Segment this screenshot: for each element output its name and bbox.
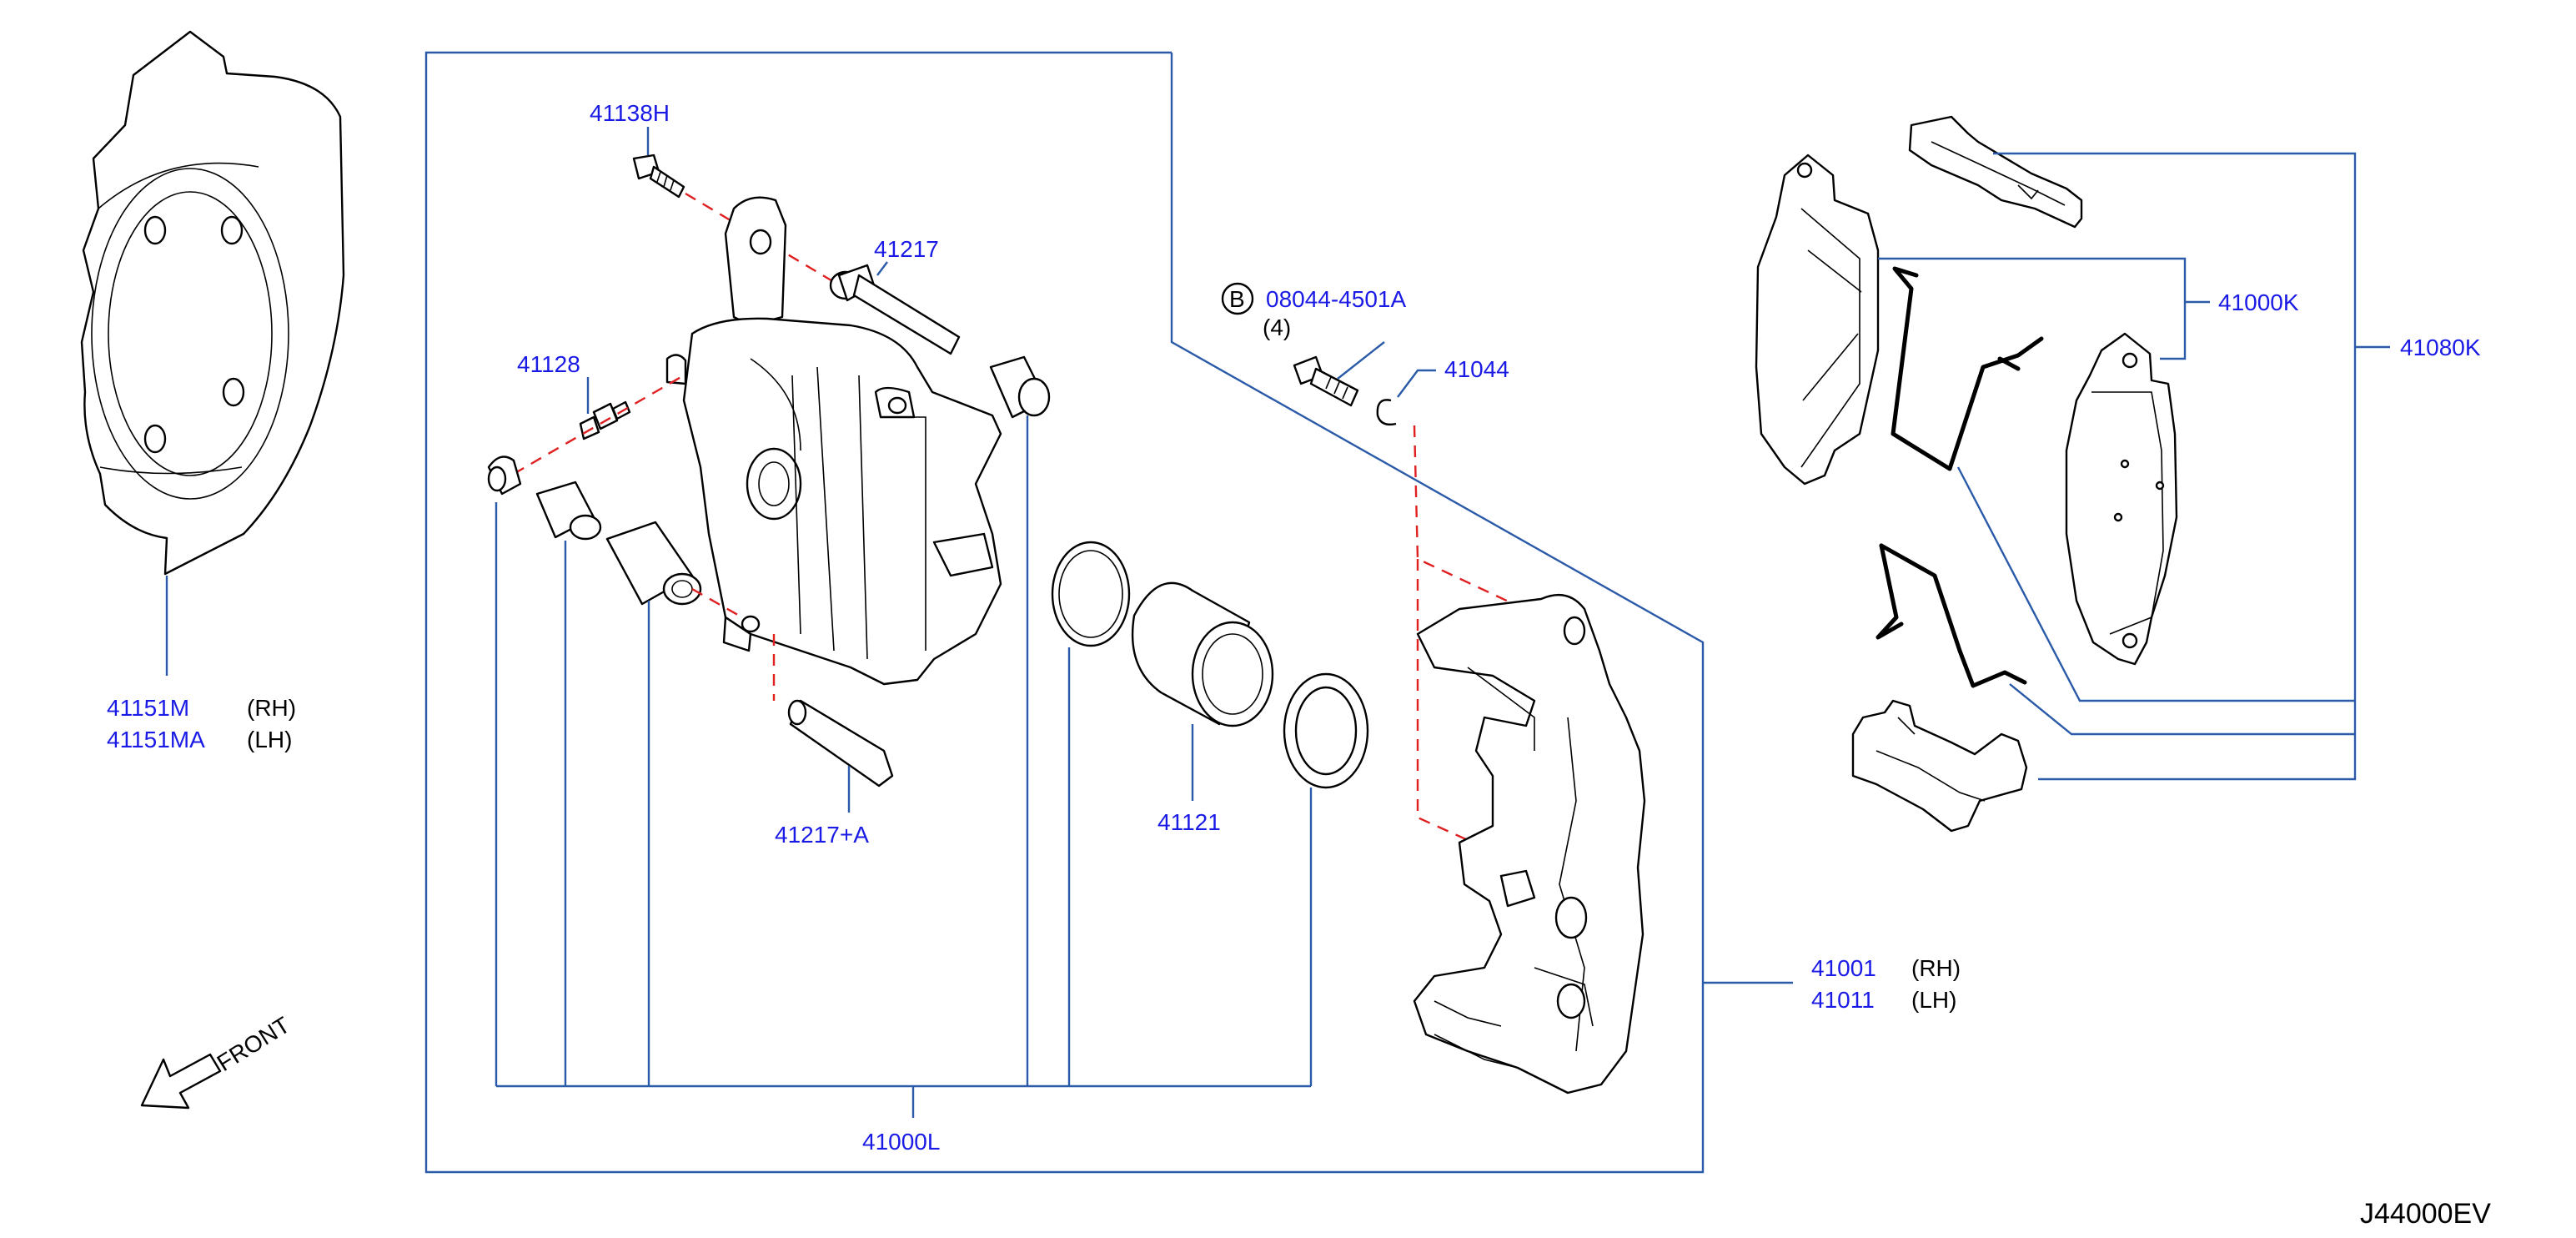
part-number-41151m[interactable]: 41151M	[107, 695, 189, 721]
side-label-rh: (RH)	[247, 695, 296, 721]
part-number-41151ma[interactable]: 41151MA	[107, 727, 205, 752]
badge-b-icon	[1221, 282, 1254, 315]
diagram-reference: J44000EV	[2360, 1198, 2491, 1230]
washer-41044-drawing	[1376, 399, 1397, 426]
guide-pin-41217a-drawing	[787, 699, 894, 788]
dust-cap-drawing	[487, 455, 522, 496]
piston-41121-drawing	[1131, 581, 1274, 727]
part-number-41217[interactable]: 41217	[874, 236, 939, 262]
kit-41000k-leaders	[1878, 257, 2355, 736]
dash-41128	[513, 374, 685, 476]
part-number-41000l[interactable]: 41000L	[862, 1129, 940, 1155]
part-number-41011[interactable]: 41011	[1811, 987, 1875, 1013]
part-number-41001[interactable]: 41001	[1811, 955, 1876, 981]
front-arrow-icon	[140, 1053, 222, 1110]
sleeve-drawing	[605, 521, 702, 606]
dust-shield-drawing	[80, 30, 345, 576]
part-number-08044-4501a[interactable]: 08044-4501A	[1266, 286, 1406, 312]
brake-pad-right-drawing	[2065, 332, 2178, 666]
dust-boot-drawing	[1283, 672, 1369, 789]
leader-08044	[1337, 341, 1385, 380]
caliper-body-drawing	[665, 196, 1002, 686]
pad-clip-lower-drawing	[1851, 699, 2028, 833]
side-label-rh-bracket: (RH)	[1911, 955, 1961, 981]
assembly-frame	[424, 51, 1705, 1174]
part-number-41138h[interactable]: 41138H	[590, 100, 670, 126]
part-number-41121[interactable]: 41121	[1157, 809, 1221, 835]
dash-sleeve	[691, 587, 743, 619]
part-number-41080k[interactable]: 41080K	[2400, 335, 2481, 360]
front-label: FRONT	[213, 1012, 294, 1076]
guide-pin-41217-drawing	[829, 264, 961, 355]
side-label-lh: (LH)	[247, 727, 292, 752]
badge-b: B	[1229, 286, 1245, 312]
leader-41217	[876, 261, 888, 276]
kit-41080k-leaders	[1993, 152, 2390, 781]
anti-rattle-spring-lower-drawing	[1876, 543, 2027, 688]
quantity-label: (4)	[1263, 315, 1291, 340]
bolt-08044-drawing	[1293, 355, 1359, 407]
part-number-41128[interactable]: 41128	[517, 351, 580, 377]
part-number-41000k[interactable]: 41000K	[2218, 289, 2299, 315]
part-number-41217a[interactable]: 41217+A	[775, 822, 869, 848]
bolt-41138h-drawing	[632, 153, 685, 199]
side-label-lh-bracket: (LH)	[1911, 987, 1956, 1013]
anti-rattle-spring-upper-drawing	[1891, 266, 2044, 471]
piston-seal-drawing	[1051, 541, 1131, 647]
leader-41044	[1397, 369, 1436, 398]
caliper-plug-drawing	[989, 355, 1051, 419]
pad-clip-upper-drawing	[1908, 115, 2083, 229]
brake-pad-left-drawing	[1755, 153, 1880, 486]
dash-bracket-bolts	[1413, 425, 1525, 611]
caliper-bracket-drawing	[1413, 593, 1646, 1095]
part-number-41044[interactable]: 41044	[1444, 356, 1509, 382]
dash-bracket-lower	[1416, 559, 1500, 856]
kit-41000l-leaders	[495, 415, 1313, 1118]
boot-drawing	[535, 481, 602, 541]
